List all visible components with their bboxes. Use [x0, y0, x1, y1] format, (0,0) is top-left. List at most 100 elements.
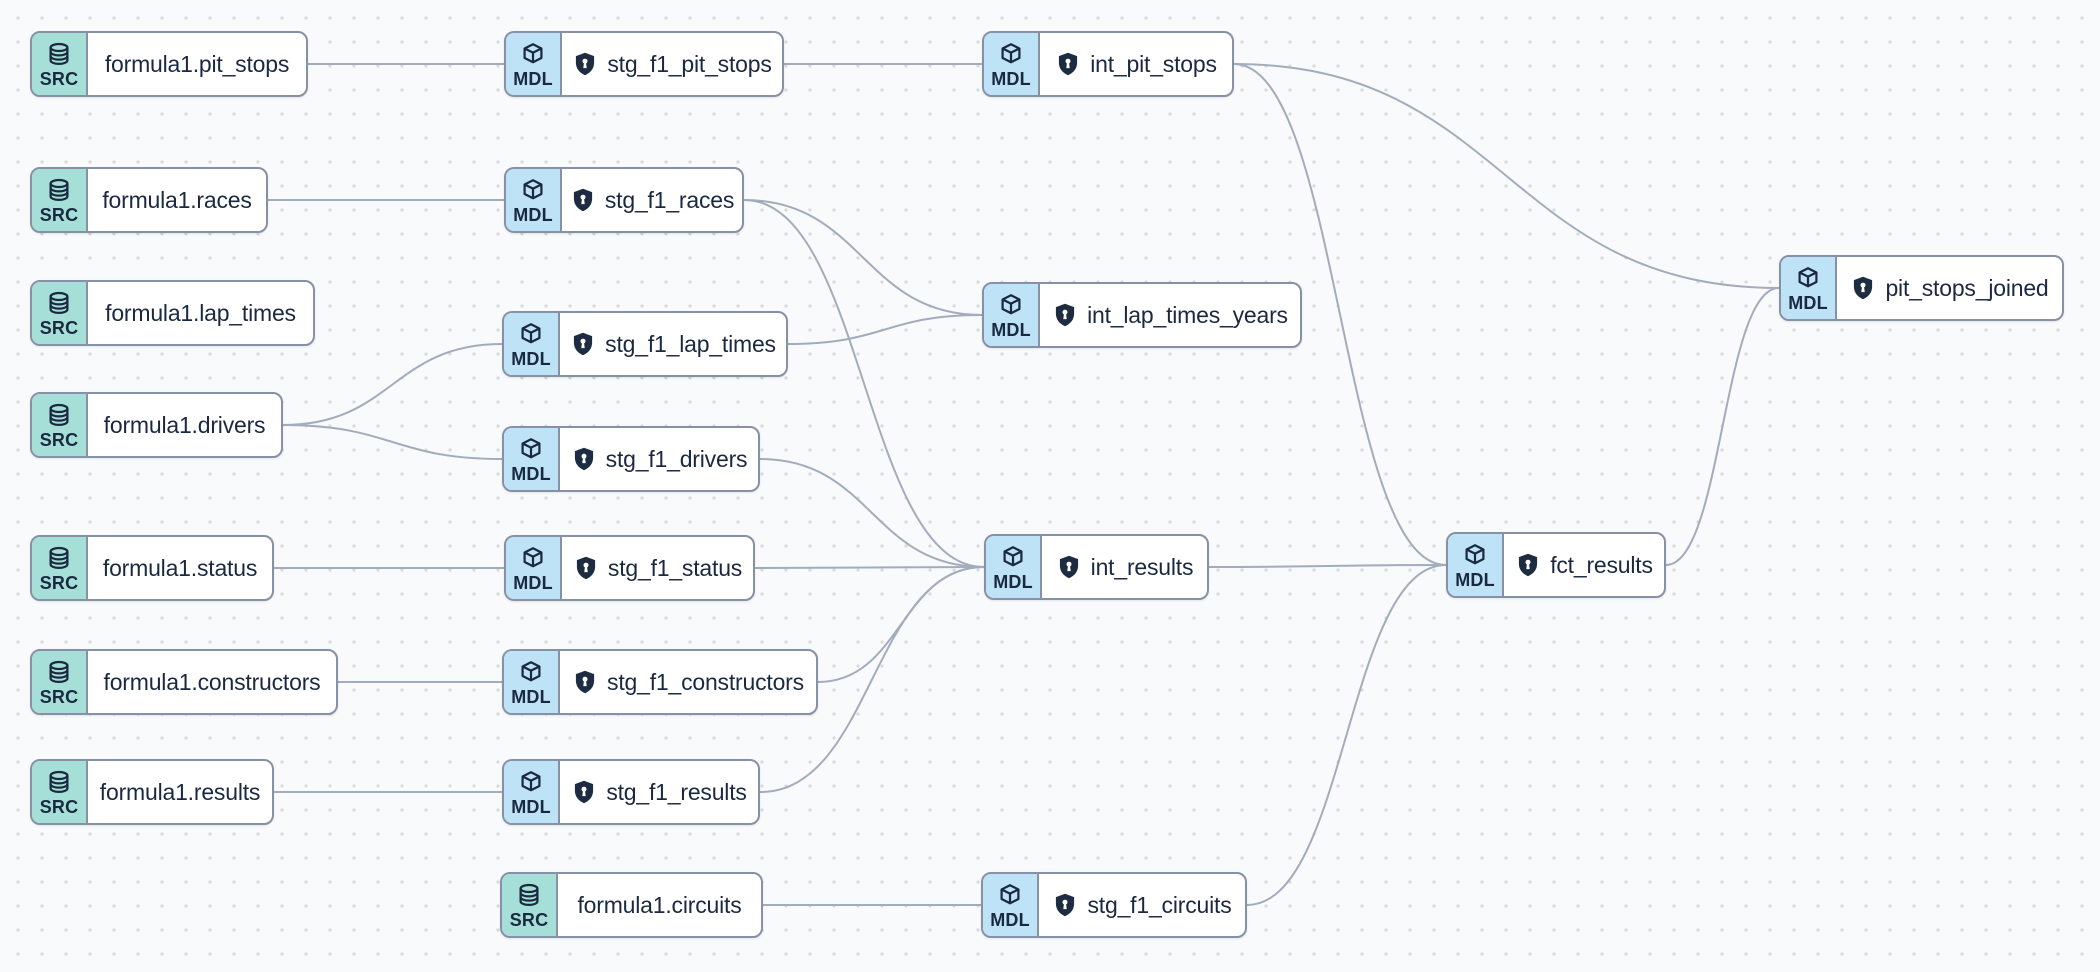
node-source-formula1.constructors[interactable]: SRC formula1.constructors [30, 649, 338, 715]
badge-label: MDL [1455, 569, 1495, 590]
node-model-stg_f1_status[interactable]: MDL stg_f1_status [504, 535, 755, 601]
lineage-edge [743, 199, 983, 316]
cube-icon [997, 292, 1025, 320]
badge-label: SRC [39, 686, 79, 707]
node-source-formula1.pit_stops[interactable]: SRC formula1.pit_stops [30, 31, 308, 97]
node-label: formula1.races [102, 186, 252, 213]
node-source-formula1.circuits[interactable]: SRC formula1.circuits [500, 872, 763, 938]
node-model-int_pit_stops[interactable]: MDL int_pit_stops [982, 31, 1234, 97]
node-label: int_results [1090, 553, 1194, 580]
badge-label: MDL [511, 348, 551, 369]
shield-icon [1515, 552, 1541, 578]
node-label: formula1.status [102, 554, 258, 581]
database-icon [45, 659, 73, 687]
node-model-stg_f1_races[interactable]: MDL stg_f1_races [504, 167, 744, 233]
shield-icon [1055, 51, 1081, 77]
cube-icon [999, 544, 1027, 572]
node-label-area: stg_f1_results [560, 761, 758, 823]
node-label-area: stg_f1_constructors [560, 651, 816, 713]
lineage-edge [1233, 63, 1780, 289]
node-model-int_results[interactable]: MDL int_results [984, 534, 1209, 600]
lineage-edge [282, 424, 503, 460]
cube-icon [519, 545, 547, 573]
database-icon [45, 41, 73, 69]
shield-icon [1056, 554, 1082, 580]
model-type-badge: MDL [983, 874, 1039, 936]
node-model-fct_results[interactable]: MDL fct_results [1446, 532, 1666, 598]
badge-label: MDL [513, 572, 553, 593]
node-model-stg_f1_lap_times[interactable]: MDL stg_f1_lap_times [502, 311, 788, 377]
lineage-edge [282, 343, 503, 426]
database-icon [45, 402, 73, 430]
shield-icon [1052, 892, 1078, 918]
shield-icon [572, 51, 598, 77]
model-type-badge: MDL [1781, 257, 1837, 319]
shield-icon [571, 779, 597, 805]
badge-label: MDL [511, 463, 551, 484]
badge-label: MDL [513, 204, 553, 225]
cube-icon [517, 769, 545, 797]
node-label-area: pit_stops_joined [1837, 257, 2062, 319]
badge-label: MDL [993, 571, 1033, 592]
node-label-area: formula1.constructors [88, 651, 336, 713]
cube-icon [1794, 265, 1822, 293]
node-label: formula1.drivers [103, 411, 266, 438]
badge-label: MDL [511, 796, 551, 817]
node-label: fct_results [1550, 551, 1653, 578]
source-type-badge: SRC [32, 282, 88, 344]
node-label: int_pit_stops [1090, 50, 1217, 77]
badge-label: MDL [991, 319, 1031, 340]
node-model-int_lap_times_years[interactable]: MDL int_lap_times_years [982, 282, 1302, 348]
database-icon [45, 545, 73, 573]
node-model-stg_f1_results[interactable]: MDL stg_f1_results [502, 759, 760, 825]
cube-icon [1461, 542, 1489, 570]
model-type-badge: MDL [506, 169, 562, 231]
source-type-badge: SRC [502, 874, 558, 936]
badge-label: MDL [991, 68, 1031, 89]
node-label-area: formula1.races [88, 169, 266, 231]
model-type-badge: MDL [504, 428, 560, 490]
node-source-formula1.drivers[interactable]: SRC formula1.drivers [30, 392, 283, 458]
cube-icon [517, 436, 545, 464]
shield-icon [572, 669, 598, 695]
shield-icon [570, 187, 596, 213]
shield-icon [1052, 302, 1078, 328]
node-model-stg_f1_drivers[interactable]: MDL stg_f1_drivers [502, 426, 760, 492]
badge-label: SRC [39, 68, 79, 89]
database-icon [515, 882, 543, 910]
shield-icon [570, 331, 596, 357]
node-label: stg_f1_lap_times [605, 330, 776, 357]
node-label: stg_f1_status [607, 554, 743, 581]
lineage-edge [817, 566, 985, 683]
node-label-area: int_lap_times_years [1040, 284, 1300, 346]
node-label: stg_f1_results [606, 778, 747, 805]
node-label: formula1.circuits [577, 891, 742, 918]
badge-label: SRC [509, 909, 549, 930]
model-type-badge: MDL [1448, 534, 1504, 596]
cube-icon [997, 41, 1025, 69]
source-type-badge: SRC [32, 651, 88, 713]
shield-icon [1850, 275, 1876, 301]
node-label: int_lap_times_years [1087, 301, 1288, 328]
lineage-edge [1665, 287, 1780, 566]
model-type-badge: MDL [504, 761, 560, 823]
node-label: stg_f1_races [604, 186, 735, 213]
source-type-badge: SRC [32, 394, 88, 456]
node-label: stg_f1_constructors [607, 668, 804, 695]
node-label-area: stg_f1_drivers [560, 428, 758, 490]
node-label-area: stg_f1_pit_stops [562, 33, 782, 95]
cube-icon [519, 177, 547, 205]
node-label: formula1.pit_stops [104, 50, 290, 77]
source-type-badge: SRC [32, 33, 88, 95]
node-label: formula1.constructors [103, 668, 321, 695]
